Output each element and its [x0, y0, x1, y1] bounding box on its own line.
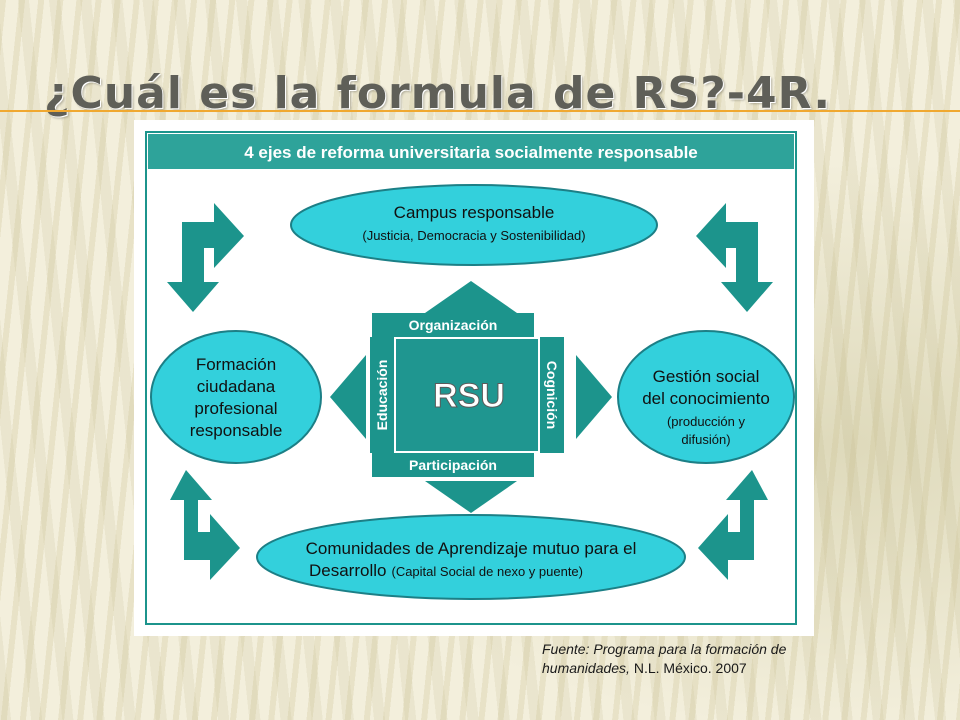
ellipse-gestion [617, 330, 795, 464]
label-educacion: Educación [374, 360, 390, 431]
corner-arrow-bl [170, 470, 240, 580]
bar-cognicion [540, 337, 564, 453]
label-participacion: Participación [409, 457, 497, 473]
rsu-center-box [396, 339, 538, 451]
formacion-line-1: Formación [196, 355, 276, 374]
bar-participacion [372, 453, 534, 477]
label-cognicion: Cognición [544, 361, 560, 429]
gestion-line-3: (producción y [667, 414, 746, 429]
campus-title: Campus responsable [394, 203, 555, 222]
label-organizacion: Organización [409, 317, 498, 333]
diagram-header: 4 ejes de reforma universitaria socialme… [244, 143, 698, 162]
source-plain: N.L. México. 2007 [629, 660, 747, 676]
corner-arrow-tl [167, 203, 244, 312]
slide-title: ¿Cuál es la formula de RS?-4R. [44, 68, 832, 119]
bar-educacion [370, 337, 394, 453]
corner-arrow-br [698, 470, 768, 580]
gestion-line-2: del conocimiento [642, 389, 770, 408]
bar-organizacion [372, 313, 534, 337]
formacion-line-3: profesional [194, 399, 277, 418]
gestion-line-1: Gestión social [653, 367, 760, 386]
arrow-right [576, 355, 612, 439]
source-note: Fuente: Programa para la formación de hu… [542, 640, 842, 678]
diagram-header-bar [148, 134, 794, 169]
comunidades-line-1: Comunidades de Aprendizaje mutuo para el [306, 539, 637, 558]
rsu-center-label: RSU [433, 377, 505, 415]
formacion-line-4: responsable [190, 421, 283, 440]
formacion-line-2: ciudadana [197, 377, 276, 396]
ellipse-comunidades [256, 514, 686, 600]
rsu-diagram: 4 ejes de reforma universitaria socialme… [134, 120, 814, 636]
arrow-left [330, 355, 366, 439]
ellipse-campus [290, 184, 658, 266]
corner-arrow-tr [696, 203, 773, 312]
gestion-line-4: difusión) [681, 432, 730, 447]
arrow-down [425, 481, 517, 513]
source-italic: Fuente: Programa para la formación de hu… [542, 641, 787, 676]
ellipse-formacion [150, 330, 322, 464]
comunidades-line-2: Desarrollo(Capital Social de nexo y puen… [309, 561, 583, 580]
campus-subtitle: (Justicia, Democracia y Sostenibilidad) [362, 228, 585, 243]
title-underline [0, 110, 960, 112]
arrow-up [425, 281, 517, 313]
